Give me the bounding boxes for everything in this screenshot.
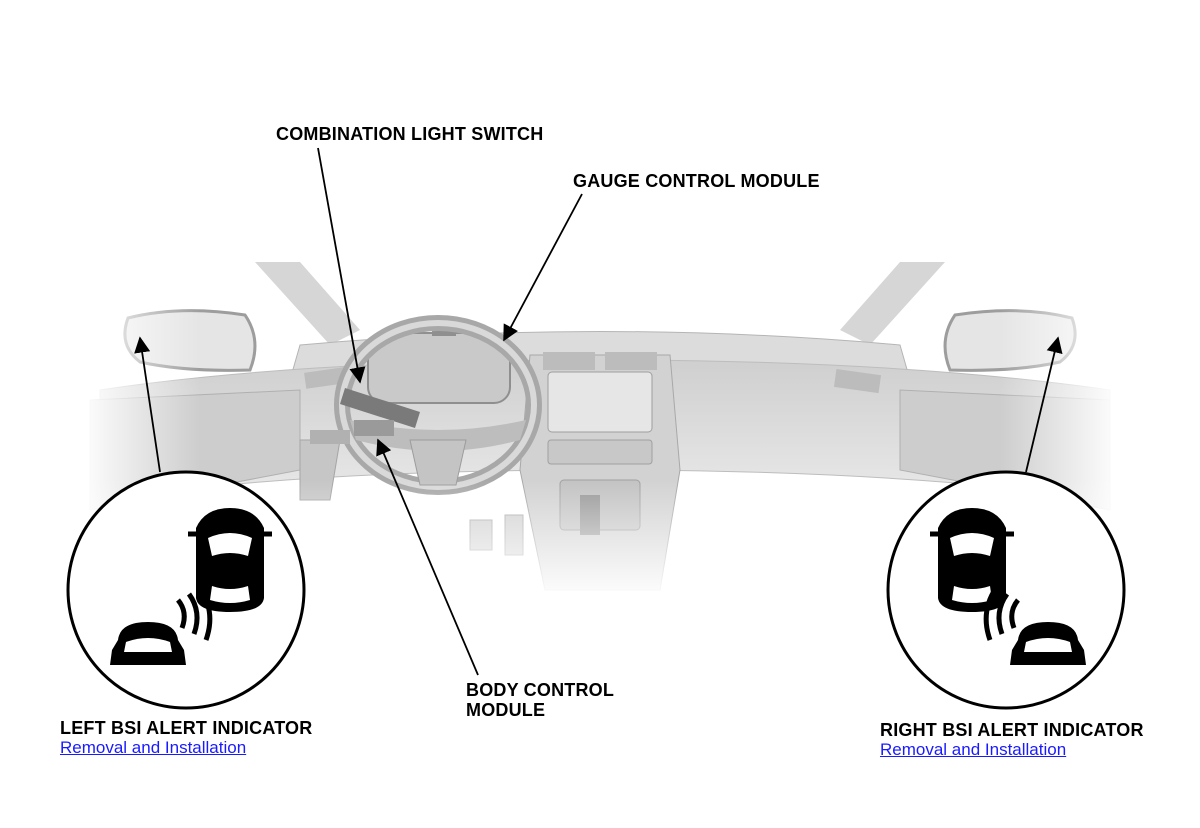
blind-spot-left-icon <box>110 508 272 665</box>
leader-right-bsi <box>1025 336 1063 473</box>
combination-light-switch-label: COMBINATION LIGHT SWITCH <box>276 124 544 144</box>
blind-spot-right-icon <box>930 508 1086 665</box>
right-bsi-alert-indicator-label: RIGHT BSI ALERT INDICATOR <box>880 720 1144 740</box>
right-removal-installation-link[interactable]: Removal and Installation <box>880 740 1067 759</box>
left-bsi-alert-indicator-label: LEFT BSI ALERT INDICATOR <box>60 718 313 738</box>
left-bsi-indicator-illustration <box>66 470 306 710</box>
right-bsi-indicator-illustration <box>886 470 1126 710</box>
leader-left-bsi <box>134 336 161 473</box>
leader-gauge-control-module <box>503 193 583 342</box>
leader-body-control-module <box>376 438 479 676</box>
gauge-control-module-label: GAUGE CONTROL MODULE <box>573 171 820 191</box>
leader-lines <box>134 147 1063 676</box>
body-control-module-label-line2: MODULE <box>466 700 546 720</box>
leader-combination-light-switch <box>317 147 366 384</box>
left-removal-installation-link[interactable]: Removal and Installation <box>60 738 247 757</box>
body-control-module-label-line1: BODY CONTROL <box>466 680 615 700</box>
